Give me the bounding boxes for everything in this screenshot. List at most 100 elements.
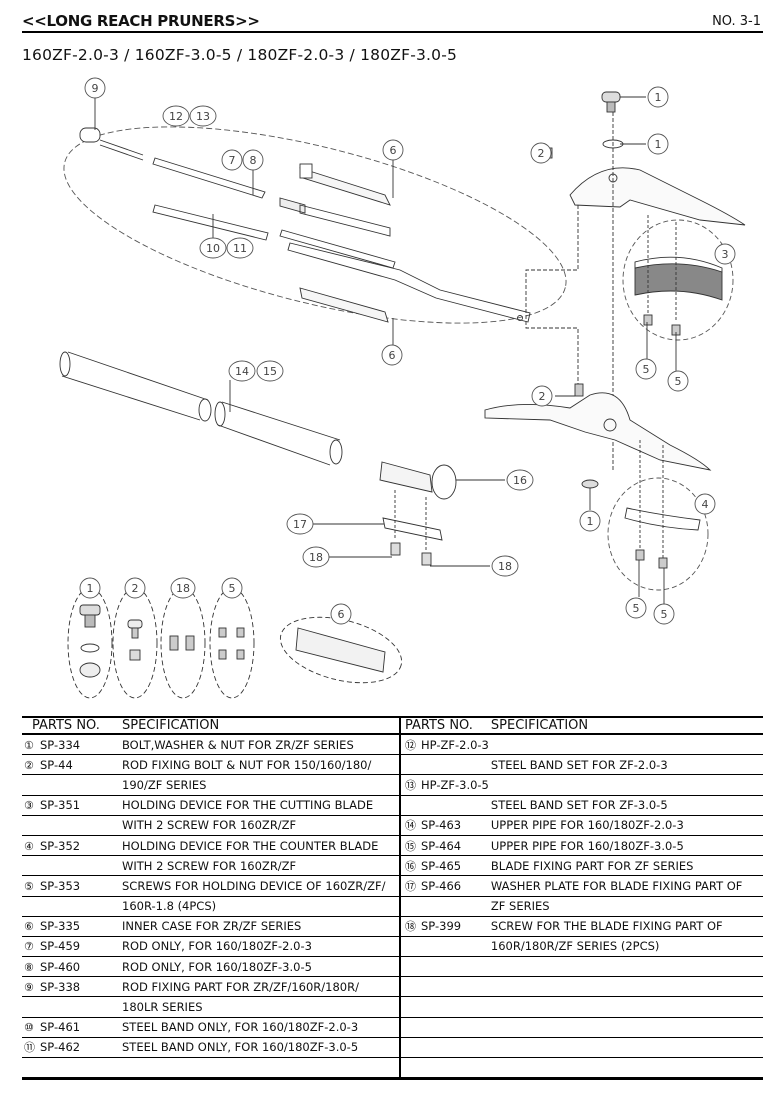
- callout-5-a: 5: [643, 363, 650, 376]
- specification-cell-right: BLADE FIXING PART FOR ZF SERIES: [488, 855, 763, 877]
- specification-cell: ROD FIXING PART FOR ZR/ZF/160R/180R/: [120, 976, 400, 998]
- callout-1-washer: 1: [655, 138, 662, 151]
- cutting-blade-drawing: [525, 91, 746, 470]
- hardware-sets-drawing: [67, 587, 403, 699]
- callout-1-set: 1: [87, 582, 94, 595]
- item-number-circle: ⑤: [24, 879, 34, 893]
- col-parts-no-right: PARTS NO.: [399, 716, 489, 735]
- leader-lines: [94, 96, 677, 605]
- specification-cell-right: STEEL BAND SET FOR ZF-2.0-3: [488, 754, 763, 776]
- callout-14: 14: [235, 365, 249, 378]
- part-number: SP-460: [40, 959, 81, 974]
- callout-6-set: 6: [338, 608, 345, 621]
- callout-10: 10: [206, 242, 220, 255]
- model-list: 160ZF-2.0-3 / 160ZF-3.0-5 / 180ZF-2.0-3 …: [22, 46, 458, 64]
- parts-no-cell-right: [399, 996, 489, 1018]
- callout-3: 3: [722, 248, 729, 261]
- callout-2-set: 2: [132, 582, 139, 595]
- specification-cell: [120, 1057, 400, 1081]
- parts-no-cell: [22, 855, 120, 877]
- callout-18-b: 18: [498, 560, 512, 573]
- specification-cell-right: [488, 734, 763, 756]
- part-number: SP-335: [40, 919, 81, 934]
- upper-pipe-drawing: [59, 351, 343, 466]
- callout-5-set: 5: [229, 582, 236, 595]
- callout-17: 17: [293, 518, 307, 531]
- parts-no-cell: [22, 996, 120, 1018]
- specification-cell-right: WASHER PLATE FOR BLADE FIXING PART OF: [488, 875, 763, 897]
- blade-fixing-part-drawing: [379, 461, 457, 566]
- holding-device-counter-drawing: [624, 440, 701, 569]
- parts-no-cell: [22, 774, 120, 796]
- callout-1-bolt: 1: [655, 91, 662, 104]
- specification-cell-right: [488, 1017, 763, 1038]
- part-number: SP-463: [421, 818, 462, 833]
- specification-cell: SCREWS FOR HOLDING DEVICE OF 160ZR/ZF/: [120, 875, 400, 897]
- item-number-circle: ④: [24, 839, 34, 853]
- specification-cell-right: 160R/180R/ZF SERIES (2PCS): [488, 936, 763, 958]
- parts-no-cell-right: [399, 936, 489, 958]
- callout-6-top: 6: [390, 144, 397, 157]
- callout-12: 12: [169, 110, 183, 123]
- specification-cell: 160R-1.8 (4PCS): [120, 896, 400, 917]
- part-number: SP-338: [40, 979, 81, 994]
- item-number-circle: ⑥: [24, 920, 34, 934]
- specification-cell: ROD FIXING BOLT & NUT FOR 150/160/180/: [120, 754, 400, 776]
- header-rule: [22, 31, 763, 33]
- parts-no-cell-right: [399, 976, 489, 998]
- parts-no-cell-right: [399, 795, 489, 816]
- parts-no-cell-right: [399, 956, 489, 978]
- parts-no-cell: ⑤ SP-353: [22, 875, 120, 897]
- inner-case-drawing: [299, 163, 391, 323]
- table-header-row: PARTS NO. SPECIFICATION PARTS NO. SPECIF…: [22, 716, 763, 735]
- specification-cell: STEEL BAND ONLY, FOR 160/180ZF-3.0-5: [120, 1037, 400, 1059]
- table-row: ⑧ SP-460 ROD ONLY, FOR 160/180ZF-3.0-5: [22, 956, 763, 978]
- part-number: SP-466: [421, 878, 462, 893]
- callout-1-nut: 1: [587, 515, 594, 528]
- specification-cell-right: [488, 774, 763, 796]
- callout-15: 15: [263, 365, 277, 378]
- parts-no-cell-right: [399, 1057, 489, 1081]
- part-number: SP-465: [421, 858, 462, 873]
- part-number: SP-464: [421, 838, 462, 853]
- callout-18-set: 18: [176, 582, 190, 595]
- page-number: NO. 3-1: [712, 14, 761, 29]
- specification-cell: STEEL BAND ONLY, FOR 160/180ZF-2.0-3: [120, 1017, 400, 1038]
- callout-11: 11: [233, 242, 247, 255]
- specification-cell-right: UPPER PIPE FOR 160/180ZF-2.0-3: [488, 815, 763, 836]
- callout-16: 16: [513, 474, 527, 487]
- specification-cell-right: [488, 996, 763, 1018]
- part-number: SP-399: [421, 919, 462, 934]
- specification-cell-right: UPPER PIPE FOR 160/180ZF-3.0-5: [488, 835, 763, 857]
- parts-no-cell-right: [399, 1037, 489, 1059]
- item-number-circle: ⑬: [405, 778, 416, 792]
- part-number: SP-353: [40, 878, 81, 893]
- callout-8: 8: [250, 154, 257, 167]
- callout-5-d: 5: [661, 608, 668, 621]
- callout-9: 9: [92, 82, 99, 95]
- group-outline-steel-band-set: [63, 126, 567, 324]
- item-number-circle: ⑮: [405, 839, 416, 853]
- specification-cell: BOLT,WASHER & NUT FOR ZR/ZF SERIES: [120, 734, 400, 756]
- item-number-circle: ⑱: [405, 920, 416, 934]
- part-number: SP-461: [40, 1020, 81, 1035]
- part-number: SP-44: [40, 757, 73, 772]
- rod-fixing-part-drawing: [79, 127, 144, 161]
- item-number-circle: ⑧: [24, 960, 34, 974]
- item-number-circle: ①: [24, 738, 34, 752]
- specification-cell: ROD ONLY, FOR 160/180ZF-3.0-5: [120, 956, 400, 978]
